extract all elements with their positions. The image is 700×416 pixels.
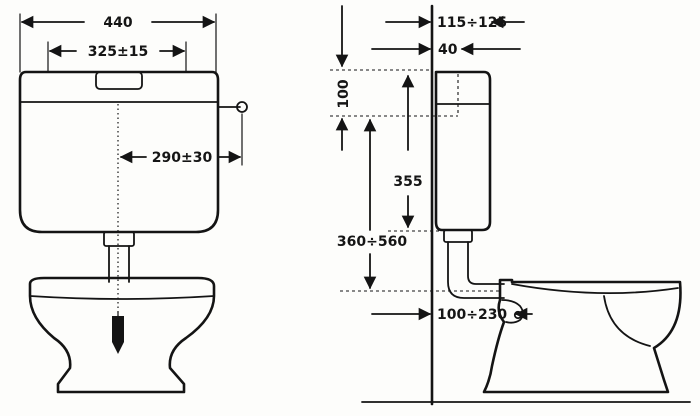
- flush-lever-knob: [236, 101, 248, 113]
- dim-label-40: 40: [438, 42, 458, 58]
- dim-label-100-230: 100÷230: [437, 307, 507, 323]
- dim-label-115-125: 115÷125: [437, 15, 507, 31]
- dim-label-325: 325±15: [88, 44, 148, 60]
- dim-label-290: 290±30: [152, 150, 213, 166]
- front-waste-outlet-arrow: [112, 316, 124, 354]
- side-outlet-ring: [513, 310, 523, 320]
- dim-label-440: 440: [103, 15, 132, 31]
- side-pipe-collar: [443, 229, 473, 243]
- side-toilet-bowl: [482, 278, 682, 394]
- flush-button: [95, 71, 143, 90]
- dim-label-360-560: 360÷560: [337, 234, 407, 250]
- side-bowl-trap-curve: [603, 295, 651, 347]
- side-cistern-tank: [434, 70, 492, 232]
- front-view: 440 325±15 290±30: [18, 13, 248, 394]
- front-cistern-tank: [18, 70, 220, 234]
- front-bowl-rim-line: [29, 295, 215, 300]
- front-pipe-collar: [103, 231, 135, 247]
- dim-label-100: 100: [336, 79, 352, 108]
- side-view: 115÷125 40 100 355 360÷560: [330, 4, 691, 406]
- side-pipe-outer: [447, 241, 505, 299]
- dim-label-355: 355: [393, 174, 422, 190]
- side-pipe-inner: [467, 241, 505, 285]
- front-toilet-bowl: [28, 276, 216, 394]
- side-bowl-rim: [511, 283, 679, 295]
